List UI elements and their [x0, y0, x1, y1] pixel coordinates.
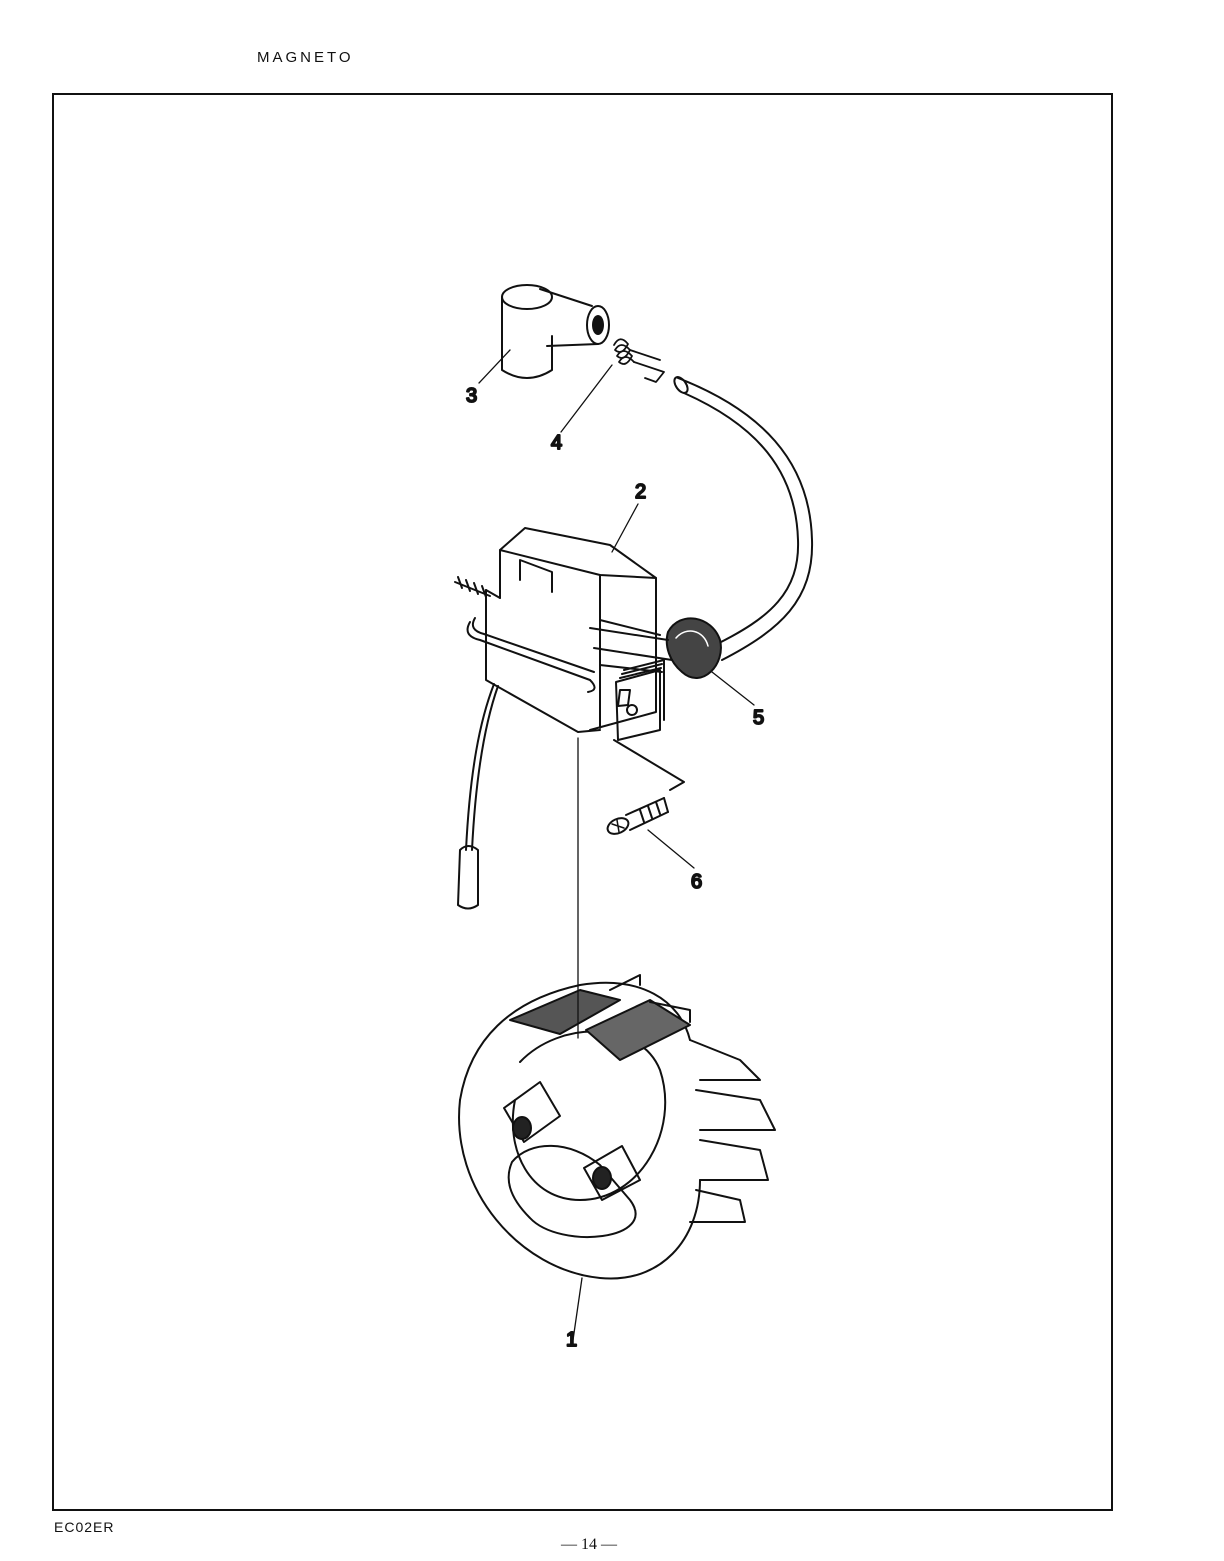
spark-plug-cap-icon	[502, 285, 609, 378]
ignition-coil-icon	[486, 528, 664, 740]
document-code: EC02ER	[54, 1519, 114, 1535]
callout-5: 5	[753, 707, 764, 729]
callout-6: 6	[691, 871, 702, 893]
flywheel-icon	[459, 975, 775, 1279]
callout-4: 4	[551, 432, 562, 454]
stop-wire-icon	[455, 577, 595, 909]
callout-1: 1	[566, 1329, 577, 1351]
screw-icon	[605, 740, 684, 837]
callout-3: 3	[466, 385, 477, 407]
spring-terminal-icon	[614, 339, 664, 382]
callout-2: 2	[635, 481, 646, 503]
high-tension-lead-icon	[672, 375, 812, 660]
page-number: — 14 —	[561, 1536, 617, 1554]
